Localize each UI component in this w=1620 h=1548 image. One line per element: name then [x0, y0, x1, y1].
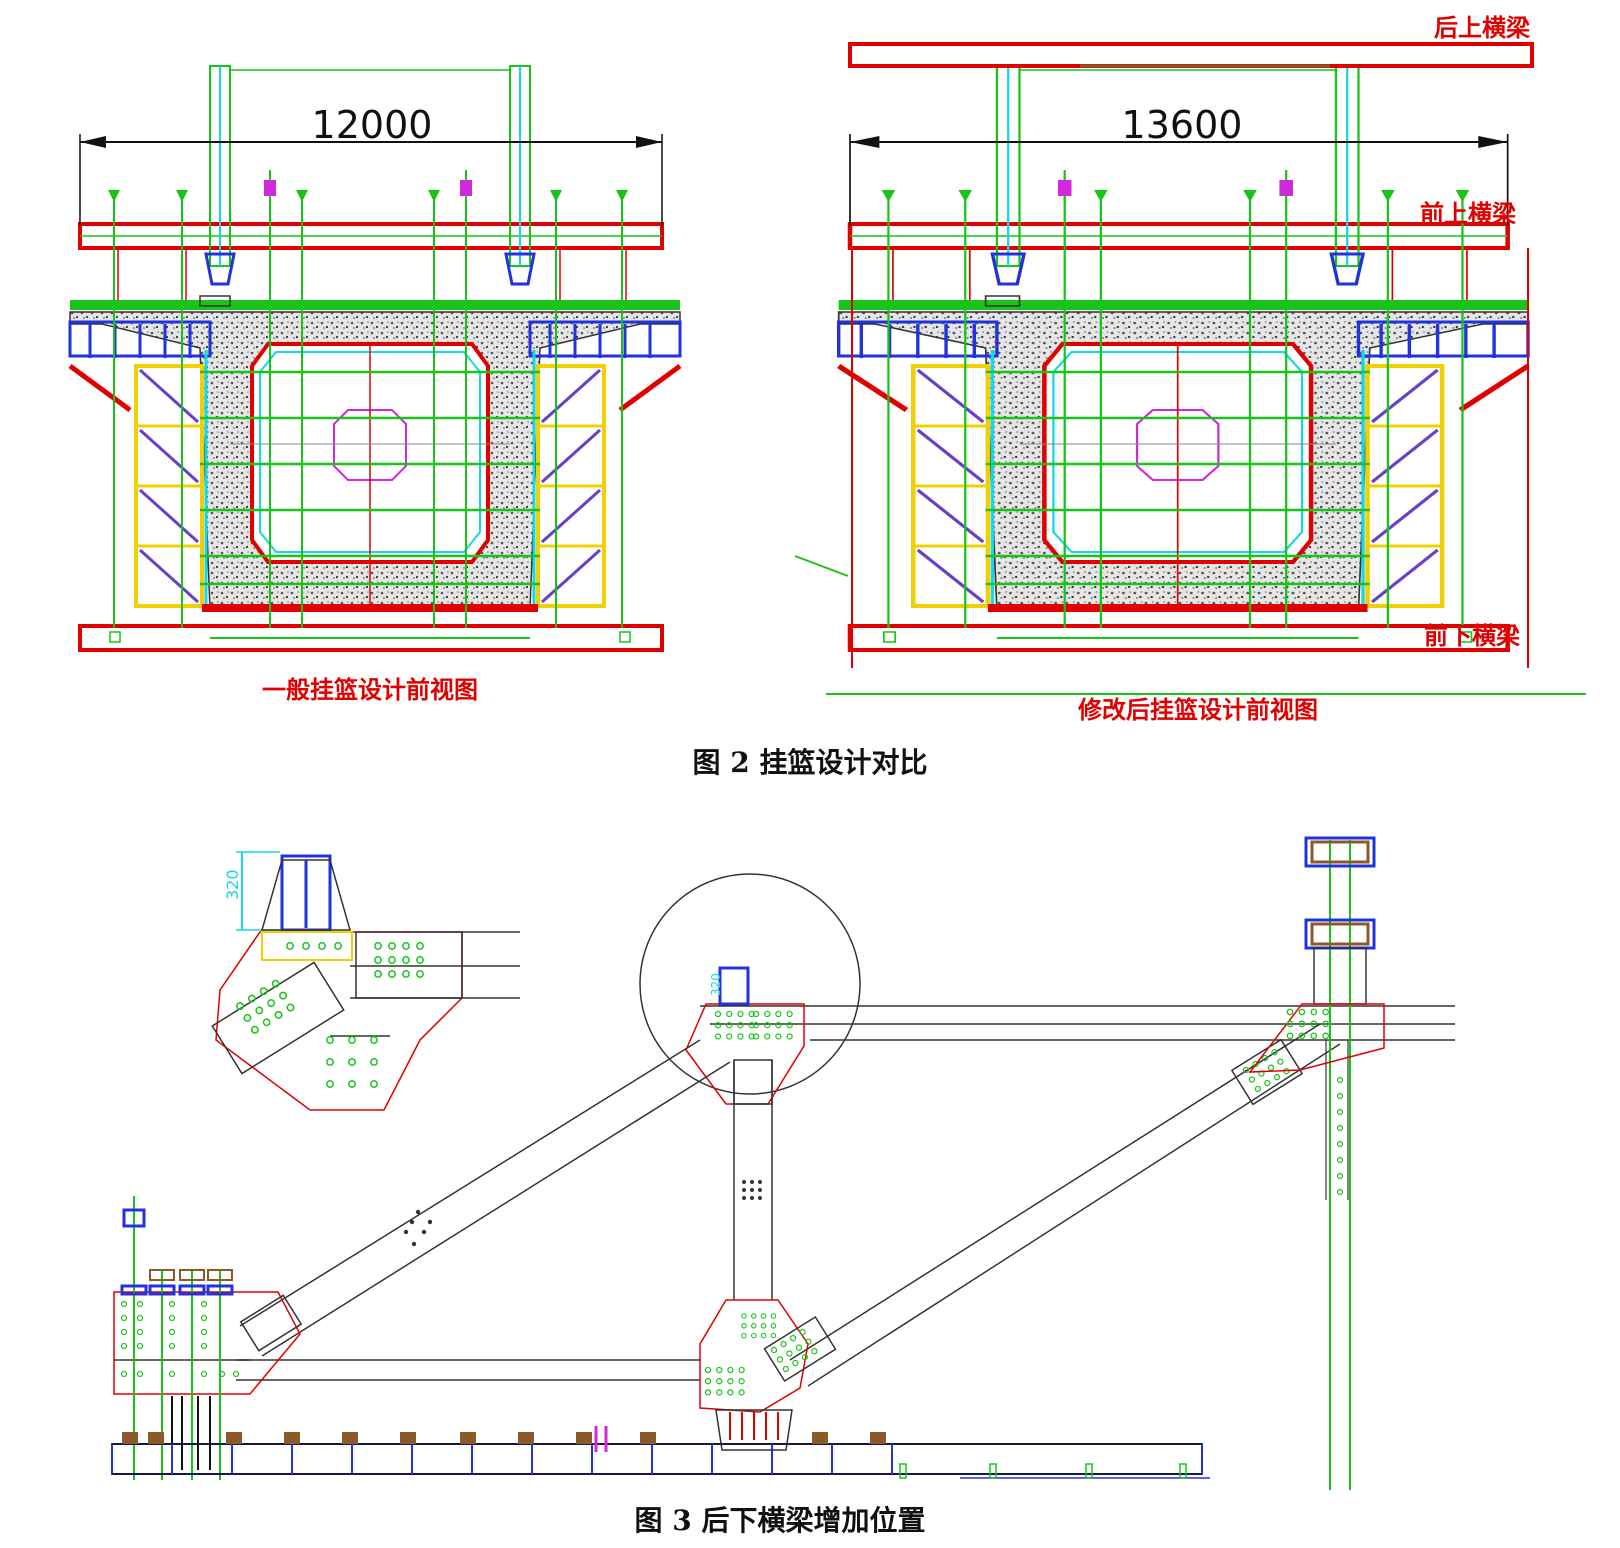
figure2-left-panel — [70, 66, 680, 650]
figure2-right-panel — [839, 66, 1528, 650]
label-front-lower-beam: 前下横梁 — [1424, 622, 1520, 650]
figure2-left-dimension: 12000 — [312, 103, 433, 147]
label-front-upper-beam: 前上横梁 — [1420, 200, 1516, 228]
rear-upper-beam — [794, 42, 1586, 695]
detail-inset: 320 — [211, 851, 520, 1111]
detail-dimension: 320 — [223, 869, 242, 900]
figure3-truss: 320 — [111, 836, 1455, 1490]
figure2-right-title: 修改后挂篮设计前视图 — [1077, 696, 1318, 724]
label-rear-upper-beam: 后上横梁 — [1434, 14, 1530, 42]
figure2-caption: 图 2 挂篮设计对比 — [693, 746, 928, 779]
detail-circle — [639, 873, 861, 1095]
figure2-right-dimension: 13600 — [1122, 103, 1243, 147]
main-dimension: 320 — [709, 973, 723, 996]
figure3-caption: 图 3 后下横梁增加位置 — [635, 1504, 926, 1537]
figure2-left-title: 一般挂篮设计前视图 — [262, 676, 478, 704]
